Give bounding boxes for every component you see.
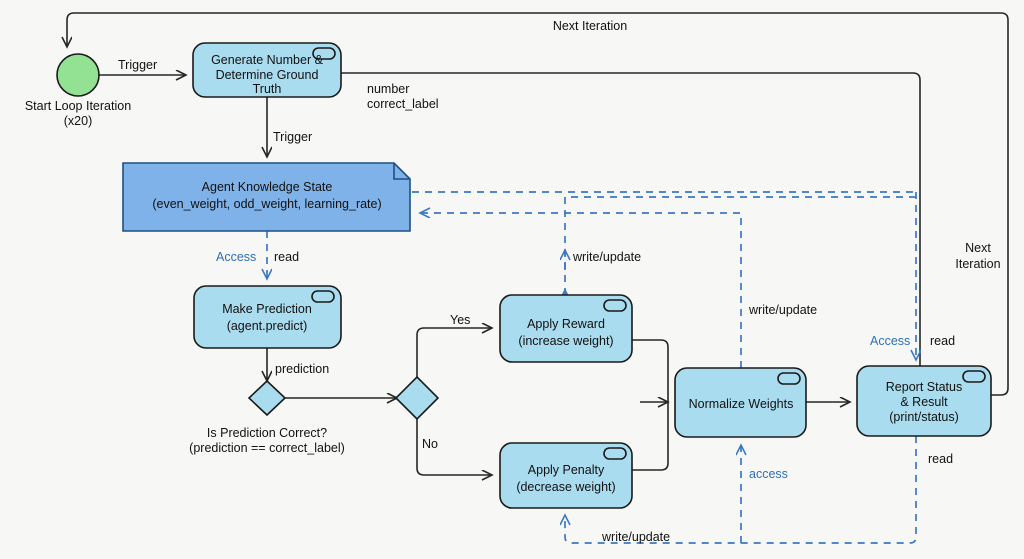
edge-next-iteration-top (67, 12, 1009, 60)
node-report-status[interactable]: Report Status & Result (print/status) (856, 365, 992, 437)
generate-line3: Truth (253, 82, 282, 96)
label-access-knowledge: Access (216, 250, 256, 264)
make-prediction-box[interactable] (193, 285, 342, 349)
activity-pin-icon (962, 370, 986, 383)
node-normalize-weights[interactable]: Normalize Weights (674, 367, 807, 438)
edge-normalize-write-update (420, 213, 742, 368)
make-prediction-line2: (agent.predict) (227, 319, 308, 333)
generate-number-box[interactable] (192, 42, 342, 98)
label-write-update-penalty: write/update (601, 530, 670, 544)
apply-reward-line1: Apply Reward (527, 317, 605, 331)
node-apply-reward[interactable]: Apply Reward (increase weight) (499, 294, 633, 363)
normalize-weights-box[interactable] (674, 367, 807, 438)
edge-report-to-next-iteration (991, 60, 1009, 396)
label-yes: Yes (450, 313, 470, 327)
activity-pin-icon (312, 47, 336, 60)
label-read-report-top: read (930, 334, 955, 348)
decision-diamond-small[interactable] (247, 379, 287, 417)
label-access-report: Access (870, 334, 910, 348)
start-label-line2: (x20) (64, 114, 92, 128)
normalize-weights-line1: Normalize Weights (689, 397, 794, 411)
decision-caption-line2: (prediction == correct_label) (189, 441, 345, 455)
generate-line1: Generate Number & (211, 53, 324, 67)
edge-penalty-to-join (632, 402, 669, 471)
start-circle[interactable] (56, 53, 100, 97)
label-trigger-start: Trigger (118, 58, 157, 72)
node-generate-number[interactable]: Generate Number & Determine Ground Truth (192, 42, 342, 98)
node-make-prediction[interactable]: Make Prediction (agent.predict) (193, 285, 342, 349)
label-read-knowledge: read (274, 250, 299, 264)
report-status-line3: (print/status) (889, 410, 958, 424)
label-trigger-note: Trigger (273, 130, 312, 144)
edge-reward-to-join (632, 339, 669, 402)
make-prediction-line1: Make Prediction (222, 302, 312, 316)
activity-pin-icon (603, 299, 627, 312)
node-agent-knowledge-state[interactable]: Agent Knowledge State (even_weight, odd_… (122, 162, 411, 232)
node-decision-is-prediction-correct[interactable]: Is Prediction Correct? (prediction == co… (189, 379, 345, 455)
apply-penalty-box[interactable] (499, 442, 633, 509)
decision-diamond-branch[interactable] (394, 375, 440, 421)
apply-penalty-line2: (decrease weight) (516, 480, 615, 494)
activity-pin-icon (603, 447, 627, 460)
note-fold-icon (393, 163, 410, 180)
decision-caption-line1: Is Prediction Correct? (207, 426, 327, 440)
knowledge-state-line1: Agent Knowledge State (202, 180, 333, 194)
apply-penalty-line1: Apply Penalty (528, 463, 605, 477)
node-start-loop-iteration[interactable]: Start Loop Iteration (x20) (25, 53, 131, 128)
report-status-line1: Report Status (886, 380, 962, 394)
label-access-normalize: access (749, 467, 788, 481)
label-next-iteration-top: Next Iteration (553, 19, 627, 33)
activity-pin-icon (777, 372, 801, 385)
edge-no-to-apply-penalty (416, 417, 492, 475)
label-read-report-bottom: read (928, 452, 953, 466)
edge-generate-outputs (341, 72, 921, 358)
apply-reward-line2: (increase weight) (518, 334, 613, 348)
start-label-line1: Start Loop Iteration (25, 99, 131, 113)
report-status-line2: & Result (900, 395, 948, 409)
apply-reward-box[interactable] (499, 294, 633, 363)
label-next-iteration-right-line1: Next (965, 241, 991, 255)
label-next-iteration-right-line2: Iteration (955, 257, 1000, 271)
knowledge-state-line2: (even_weight, odd_weight, learning_rate) (152, 197, 381, 211)
generate-line2: Determine Ground (216, 68, 319, 82)
label-generate-output-correct-label: correct_label (367, 97, 439, 111)
edge-reward-write-update-upper (564, 196, 916, 295)
label-write-update-reward: write/update (572, 250, 641, 264)
knowledge-state-note[interactable] (122, 162, 411, 232)
node-apply-penalty[interactable]: Apply Penalty (decrease weight) (499, 442, 633, 509)
label-write-update-normalize: write/update (748, 303, 817, 317)
label-no: No (422, 437, 438, 451)
activity-pin-icon (311, 290, 335, 303)
label-generate-output-number: number (367, 82, 409, 96)
report-status-box[interactable] (856, 365, 992, 437)
edge-yes-to-apply-reward (416, 328, 492, 379)
node-decision-branch[interactable] (394, 375, 440, 421)
label-prediction: prediction (275, 362, 329, 376)
